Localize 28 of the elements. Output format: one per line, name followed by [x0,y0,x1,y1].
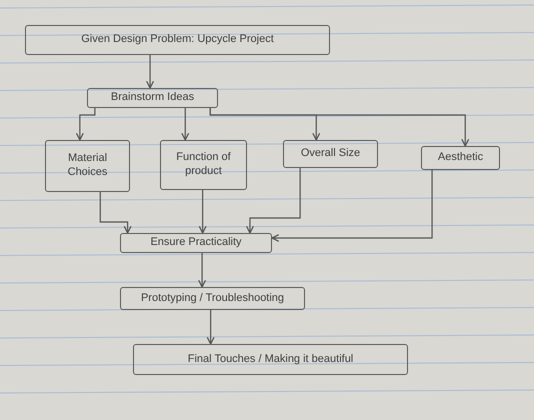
box-label: Final Touches / Making it beautiful [188,352,354,366]
arrow [100,192,132,234]
process-box [87,88,218,108]
box-label: Material Choices [66,152,108,180]
box-label: Brainstorm Ideas [110,91,194,105]
arrow [198,253,206,288]
process-box [25,25,330,55]
box-label: Given Design Problem: Upcycle Project [81,33,274,47]
process-box [421,146,500,170]
box-label: Function of product [175,151,232,179]
process-box [283,140,378,168]
arrow [246,168,301,234]
arrow [181,108,190,141]
process-box [160,140,247,190]
arrow [271,170,433,242]
box-label: Ensure Practicality [150,236,242,250]
arrow [146,55,154,89]
process-box [45,140,130,192]
process-box [120,233,272,253]
process-box [120,287,305,310]
box-label: Overall Size [300,147,360,161]
arrow [198,190,207,234]
arrow [76,108,96,141]
box-label: Prototyping / Troubleshooting [140,292,284,306]
box-label: Aesthetic [438,151,484,165]
arrow [210,108,470,147]
process-box [133,344,408,375]
arrow [206,310,215,345]
